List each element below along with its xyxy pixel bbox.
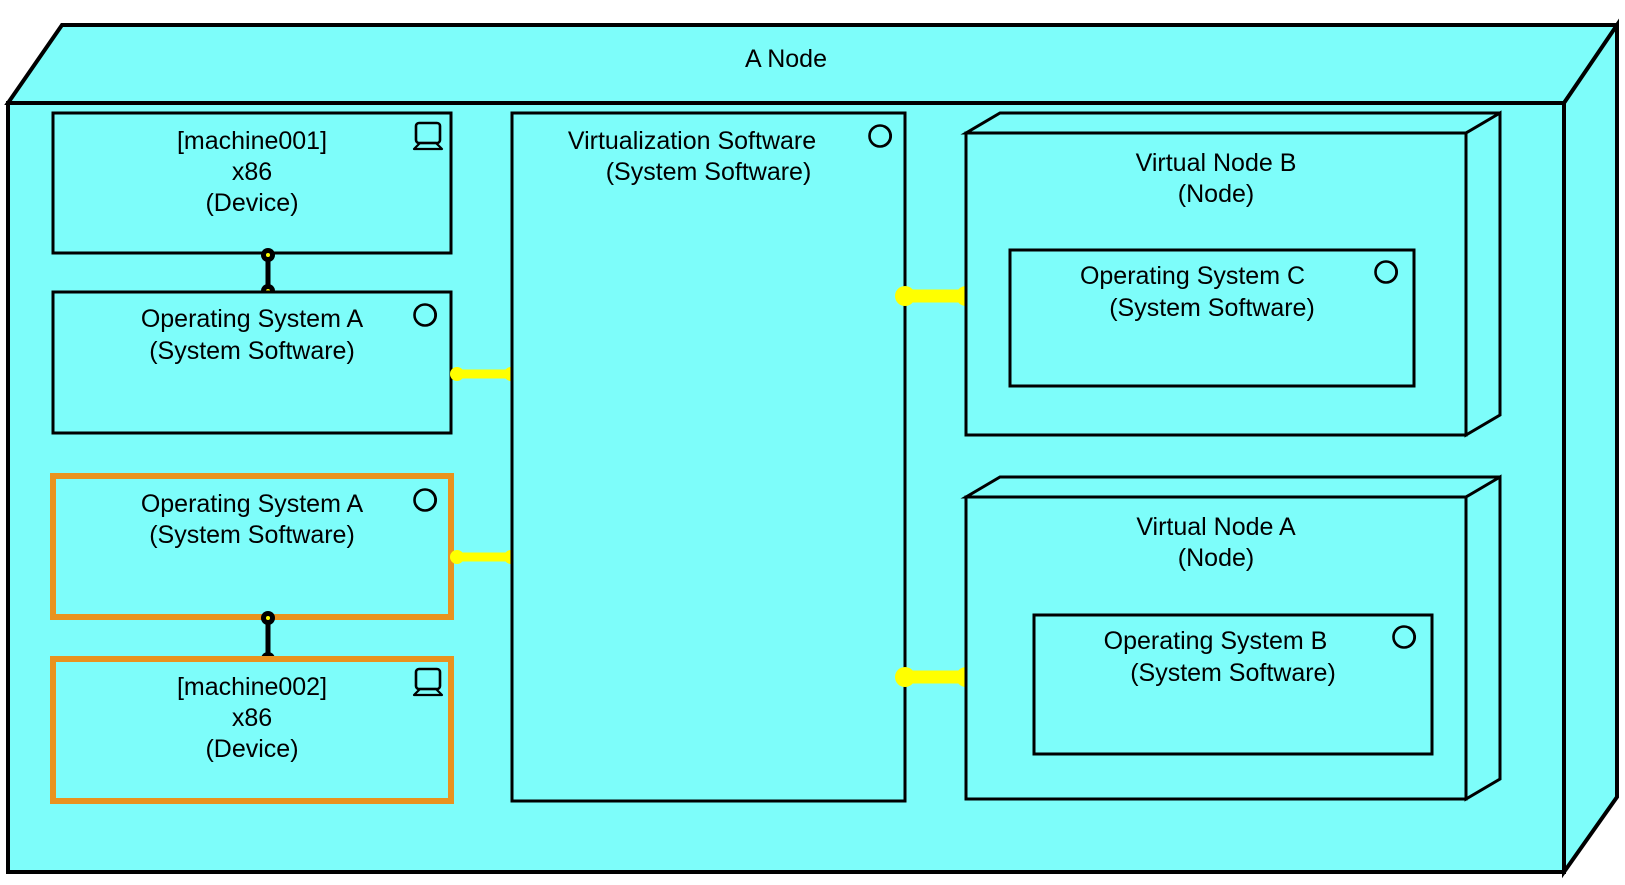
virtualization-software-box[interactable]	[510, 111, 907, 803]
os-a-top-box[interactable]	[51, 290, 453, 435]
os-a-bottom-node[interactable]	[53, 476, 451, 617]
machine002-box[interactable]	[50, 656, 454, 804]
machine001-box[interactable]	[51, 111, 453, 255]
virtualization-software-node[interactable]	[512, 113, 905, 801]
os-a-top-node[interactable]	[53, 292, 451, 433]
os-c-node[interactable]	[1010, 250, 1414, 386]
os-c-box[interactable]	[1008, 248, 1416, 388]
machine002-node[interactable]	[53, 659, 451, 801]
os-b-node[interactable]	[1034, 615, 1432, 754]
machine001-node[interactable]	[53, 113, 451, 253]
os-b-box[interactable]	[1032, 613, 1434, 756]
os-a-bottom-box[interactable]	[50, 473, 454, 620]
